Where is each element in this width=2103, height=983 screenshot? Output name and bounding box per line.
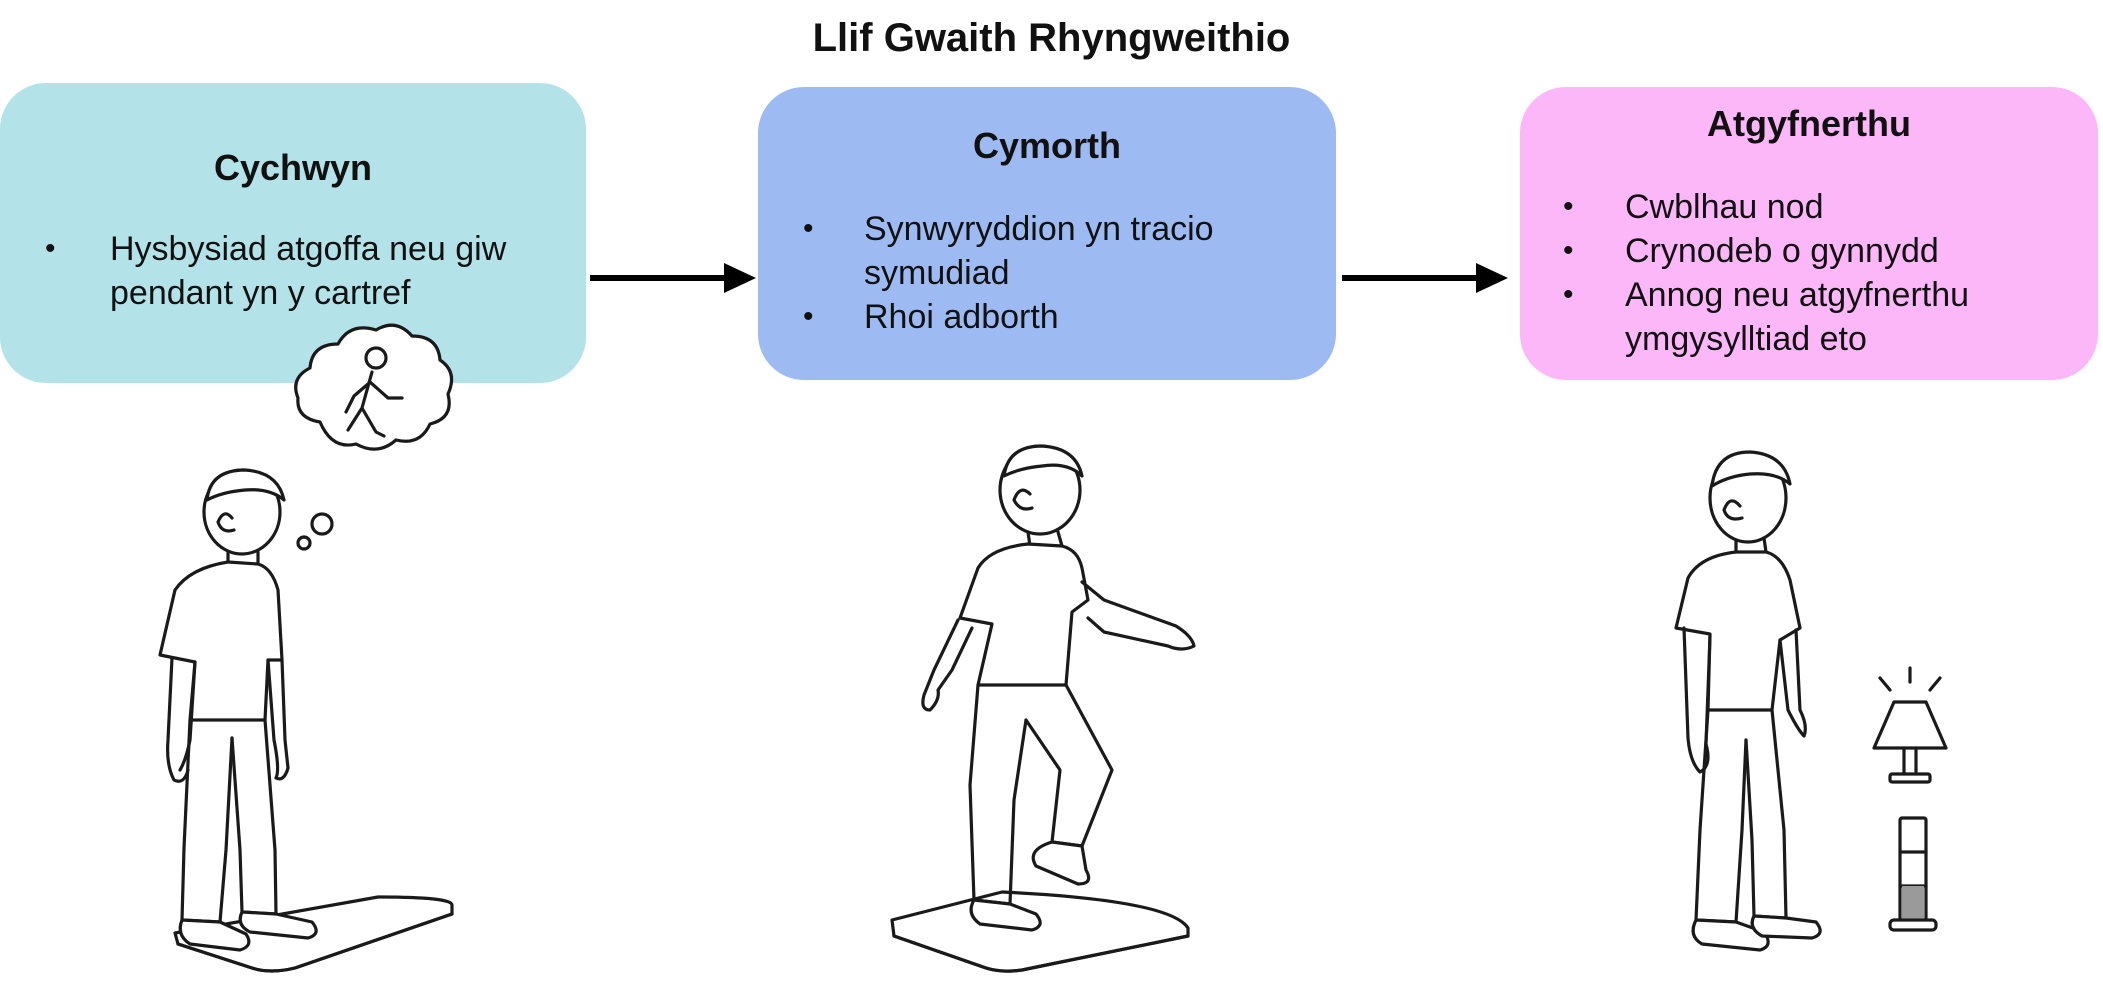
walking-person-icon (344, 346, 404, 438)
stage-box-initiation: Cychwyn • Hysbysiad atgoffa neu giw penda… (0, 83, 586, 383)
standing-person-figure (1674, 450, 1822, 952)
thought-bubble-icon (294, 323, 454, 551)
stage-item-text: Synwyryddion yn tracio symudiad (864, 210, 1214, 292)
stage-list-item: • Rhoi adborth (758, 295, 1336, 339)
stage-box-reinforcement: Atgyfnerthu • Cwblhau nod • Crynodeb o gyn… (1520, 87, 2098, 380)
stage-list-item: • Hysbysiad atgoffa neu giw pendant yn y … (0, 227, 586, 315)
diagram-title: Llif Gwaith Rhyngweithio (812, 16, 1291, 60)
stage-list: • Synwyryddion yn tracio symudiad • Rhoi a… (758, 207, 1336, 339)
stage-list-item: • Synwyryddion yn tracio symudiad (758, 207, 1336, 295)
stage-item-text: Rhoi adborth (864, 298, 1059, 336)
bullet-icon: • (803, 212, 814, 245)
progress-meter-icon (1888, 816, 1938, 932)
bullet-icon: • (45, 232, 56, 265)
stage-list-item: • Cwblhau nod (1520, 185, 2098, 229)
stage-item-text: Crynodeb o gynnydd (1625, 232, 1939, 270)
stage-list: • Hysbysiad atgoffa neu giw pendant yn y … (0, 227, 586, 315)
stage-heading: Atgyfnerthu (1707, 103, 1911, 144)
standing-person-figure (158, 468, 318, 952)
stage-heading: Cychwyn (213, 147, 373, 188)
bullet-icon: • (1563, 190, 1574, 223)
stage-list-item: • Crynodeb o gynnydd (1520, 229, 2098, 273)
stage-list-item: • Annog neu atgyfnerthu ymgysylltiad eto (1520, 273, 2098, 361)
stage-item-text: Cwblhau nod (1625, 188, 1824, 226)
stepping-person-figure (921, 444, 1196, 932)
stage-item-text: Hysbysiad atgoffa neu giw pendant yn y c… (110, 230, 507, 312)
lamp-icon (1872, 666, 1948, 784)
stage-item-text: Annog neu atgyfnerthu ymgysylltiad eto (1625, 276, 1970, 358)
stage-list: • Cwblhau nod • Crynodeb o gynnydd • Annog … (1520, 185, 2098, 361)
floor-mat-icon (890, 890, 1190, 973)
bullet-icon: • (1563, 278, 1574, 311)
stage-box-support: Cymorth • Synwyryddion yn tracio symudiad… (758, 87, 1336, 380)
arrow-right-icon (590, 263, 756, 293)
arrow-right-icon (1342, 263, 1508, 293)
bullet-icon: • (803, 300, 814, 333)
stage-heading: Cymorth (972, 125, 1121, 166)
bullet-icon: • (1563, 234, 1574, 267)
